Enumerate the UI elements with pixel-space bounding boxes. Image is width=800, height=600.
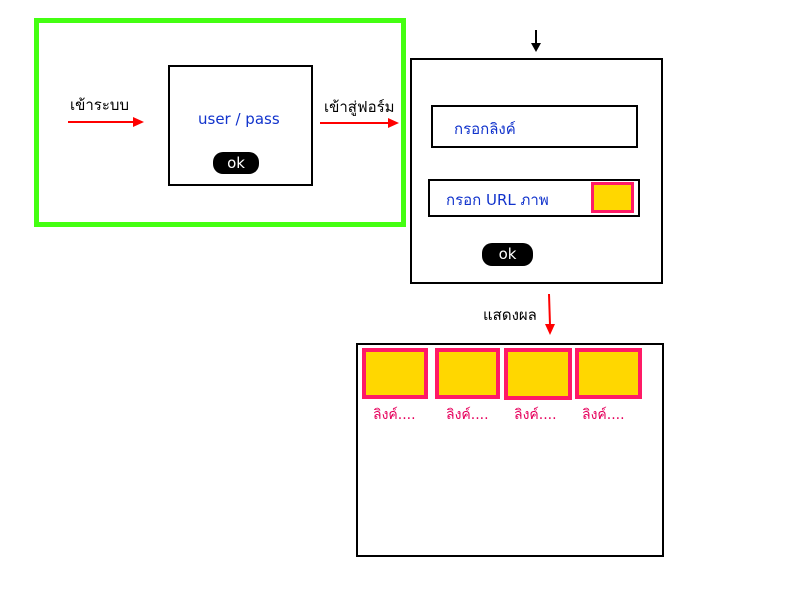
result-caption[interactable]: ลิงค์.... [514,407,557,423]
go-to-form-label: เข้าสู่ฟอร์ม [324,98,395,116]
result-thumbnail[interactable] [575,348,642,399]
link-input[interactable] [431,105,638,148]
result-thumbnail[interactable] [362,348,428,399]
login-ok-button[interactable]: ok [213,152,259,174]
arrow-to-results [545,293,555,335]
result-caption[interactable]: ลิงค์.... [446,407,489,423]
result-thumbnail[interactable] [435,348,500,399]
arrow-to-login [68,117,144,127]
enter-system-label: เข้าระบบ [70,96,129,114]
form-box [410,58,663,284]
result-thumbnail[interactable] [504,348,572,400]
show-results-label: แสดงผล [483,306,537,324]
result-caption[interactable]: ลิงค์.... [582,407,625,423]
result-caption[interactable]: ลิงค์.... [373,407,416,423]
arrow-entry-down [531,30,541,52]
image-url-label: กรอก URL ภาพ [446,191,549,209]
form-ok-button[interactable]: ok [482,243,533,266]
arrow-to-form [320,118,399,128]
login-section-frame [34,18,406,227]
image-preview-thumbnail [591,182,634,213]
credentials-label: user / pass [198,110,280,128]
link-input-label: กรอกลิงค์ [454,120,516,138]
